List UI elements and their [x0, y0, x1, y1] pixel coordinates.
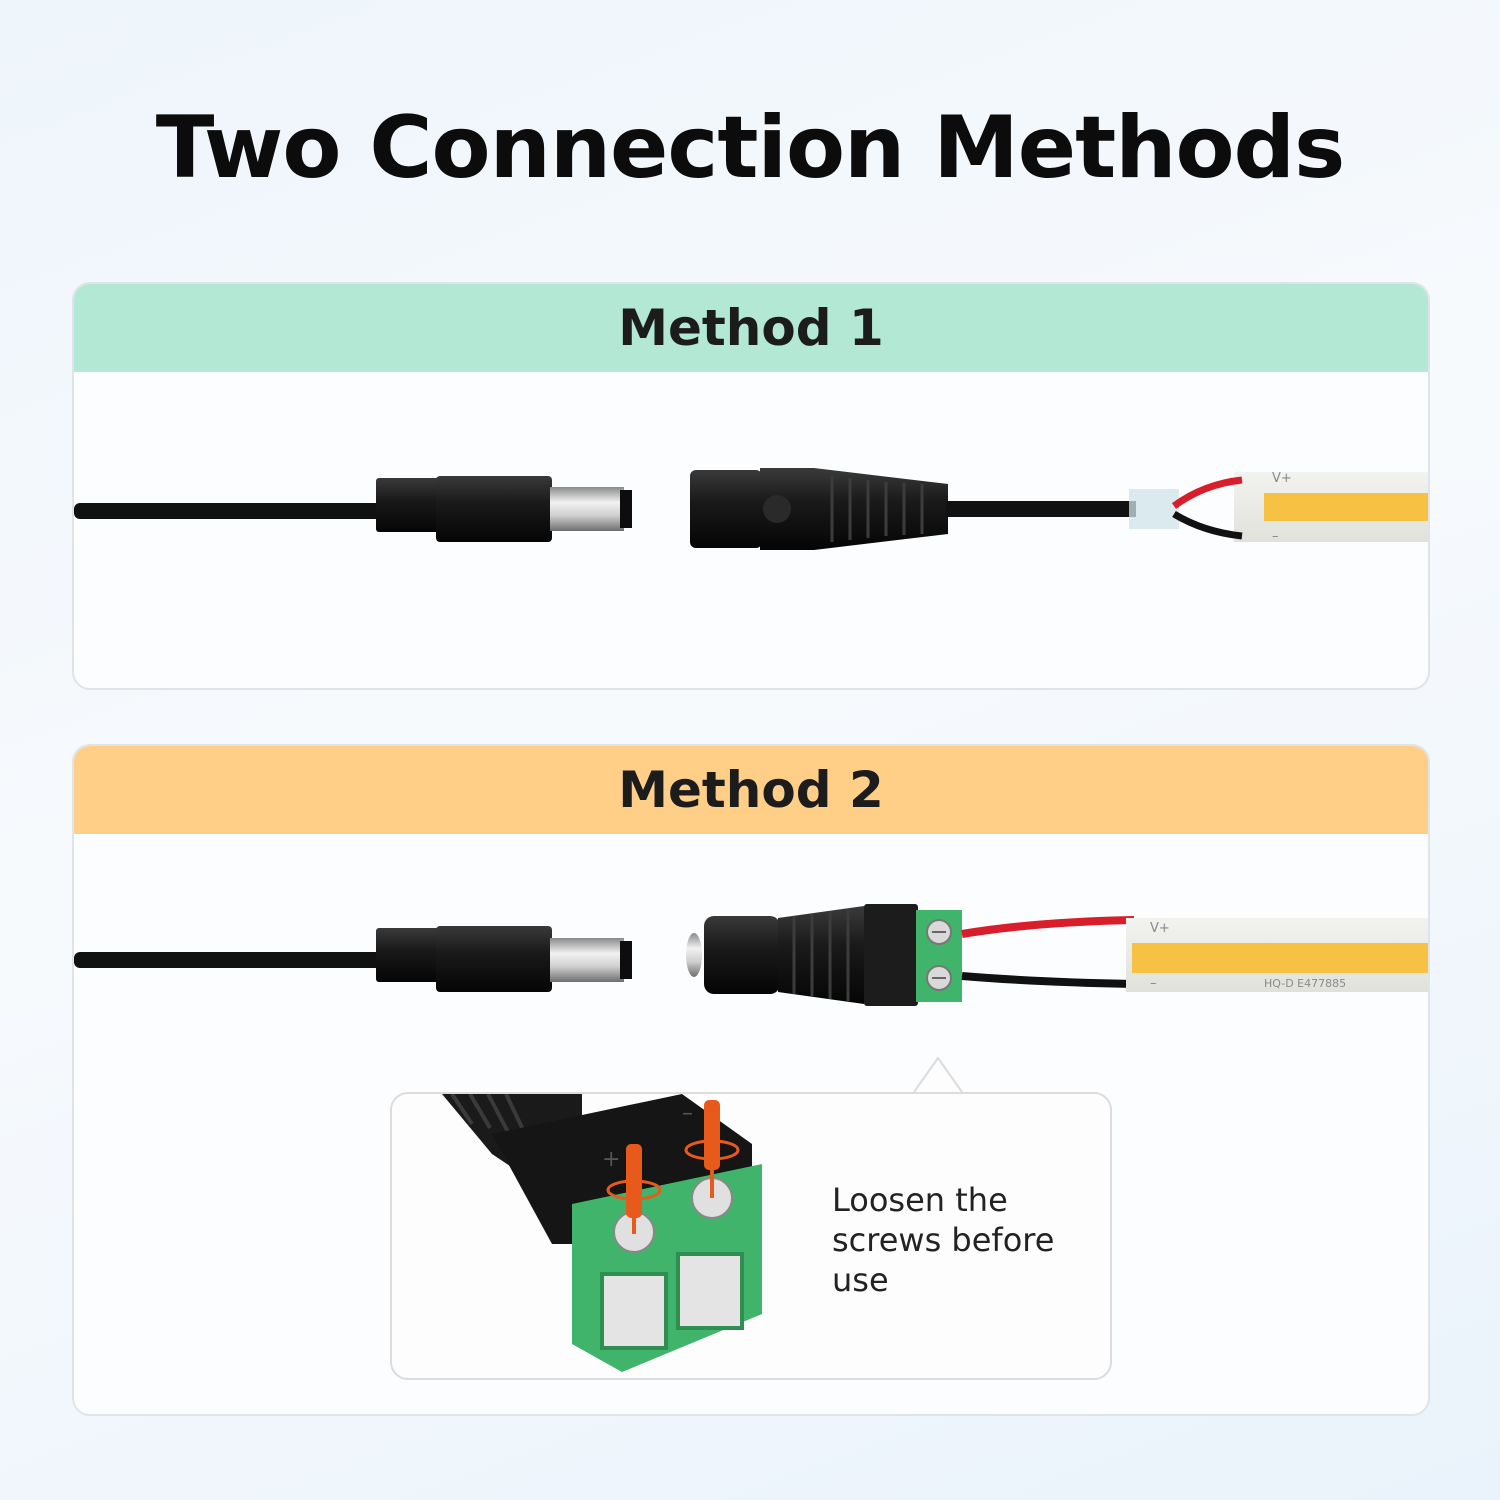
led-strip-light [1264, 493, 1428, 521]
method-2-header: Method 2 [74, 746, 1428, 834]
adapter-body [864, 904, 918, 1006]
method-2-panel: Method 2 V+ – HQ-D E477885 [72, 744, 1430, 1416]
dc-cable [74, 503, 384, 519]
male-plug-boot [376, 478, 440, 532]
callout-box: + – Loosen the screws before use [390, 1092, 1112, 1380]
callout-pointer [913, 1056, 963, 1093]
male-plug-boot [376, 928, 440, 982]
screwdriver-icon [704, 1100, 720, 1170]
method-1-diagram: V+ – [74, 468, 1428, 550]
red-wire [961, 916, 1135, 938]
dc-cable [74, 952, 384, 968]
strip-label-positive: V+ [1272, 471, 1292, 486]
female-jack-grip [760, 468, 948, 550]
strip-label-negative: – [1150, 976, 1157, 991]
strip-cable [946, 501, 1136, 517]
rotate-arrow-icon [606, 1179, 662, 1201]
adapter-grip [778, 906, 864, 1004]
male-plug-body [436, 476, 552, 542]
male-plug-tip [550, 487, 624, 531]
terminal-symbol-positive: + [602, 1147, 620, 1172]
male-plug-body [436, 926, 552, 992]
black-wire [961, 972, 1135, 988]
terminal-symbol-negative: – [682, 1101, 693, 1126]
female-jack-body [690, 470, 762, 548]
strip-label-positive: V+ [1150, 921, 1170, 936]
page-title: Two Connection Methods [155, 98, 1346, 198]
method-2-diagram: V+ – HQ-D E477885 [74, 904, 1428, 1093]
led-strip-light [1132, 943, 1428, 973]
female-jack-barrel [704, 916, 780, 994]
strip-clip [1129, 489, 1179, 529]
callout-text: Loosen the screws before use [832, 1181, 1055, 1299]
strip-label-negative: – [1272, 529, 1279, 544]
method-1-panel: Method 1 [72, 282, 1430, 690]
method-1-header: Method 1 [74, 284, 1428, 372]
strip-certification: HQ-D E477885 [1264, 977, 1346, 990]
rotate-arrow-icon [684, 1139, 740, 1161]
terminal-closeup: + – [442, 1094, 762, 1372]
male-plug-tip [550, 938, 624, 982]
